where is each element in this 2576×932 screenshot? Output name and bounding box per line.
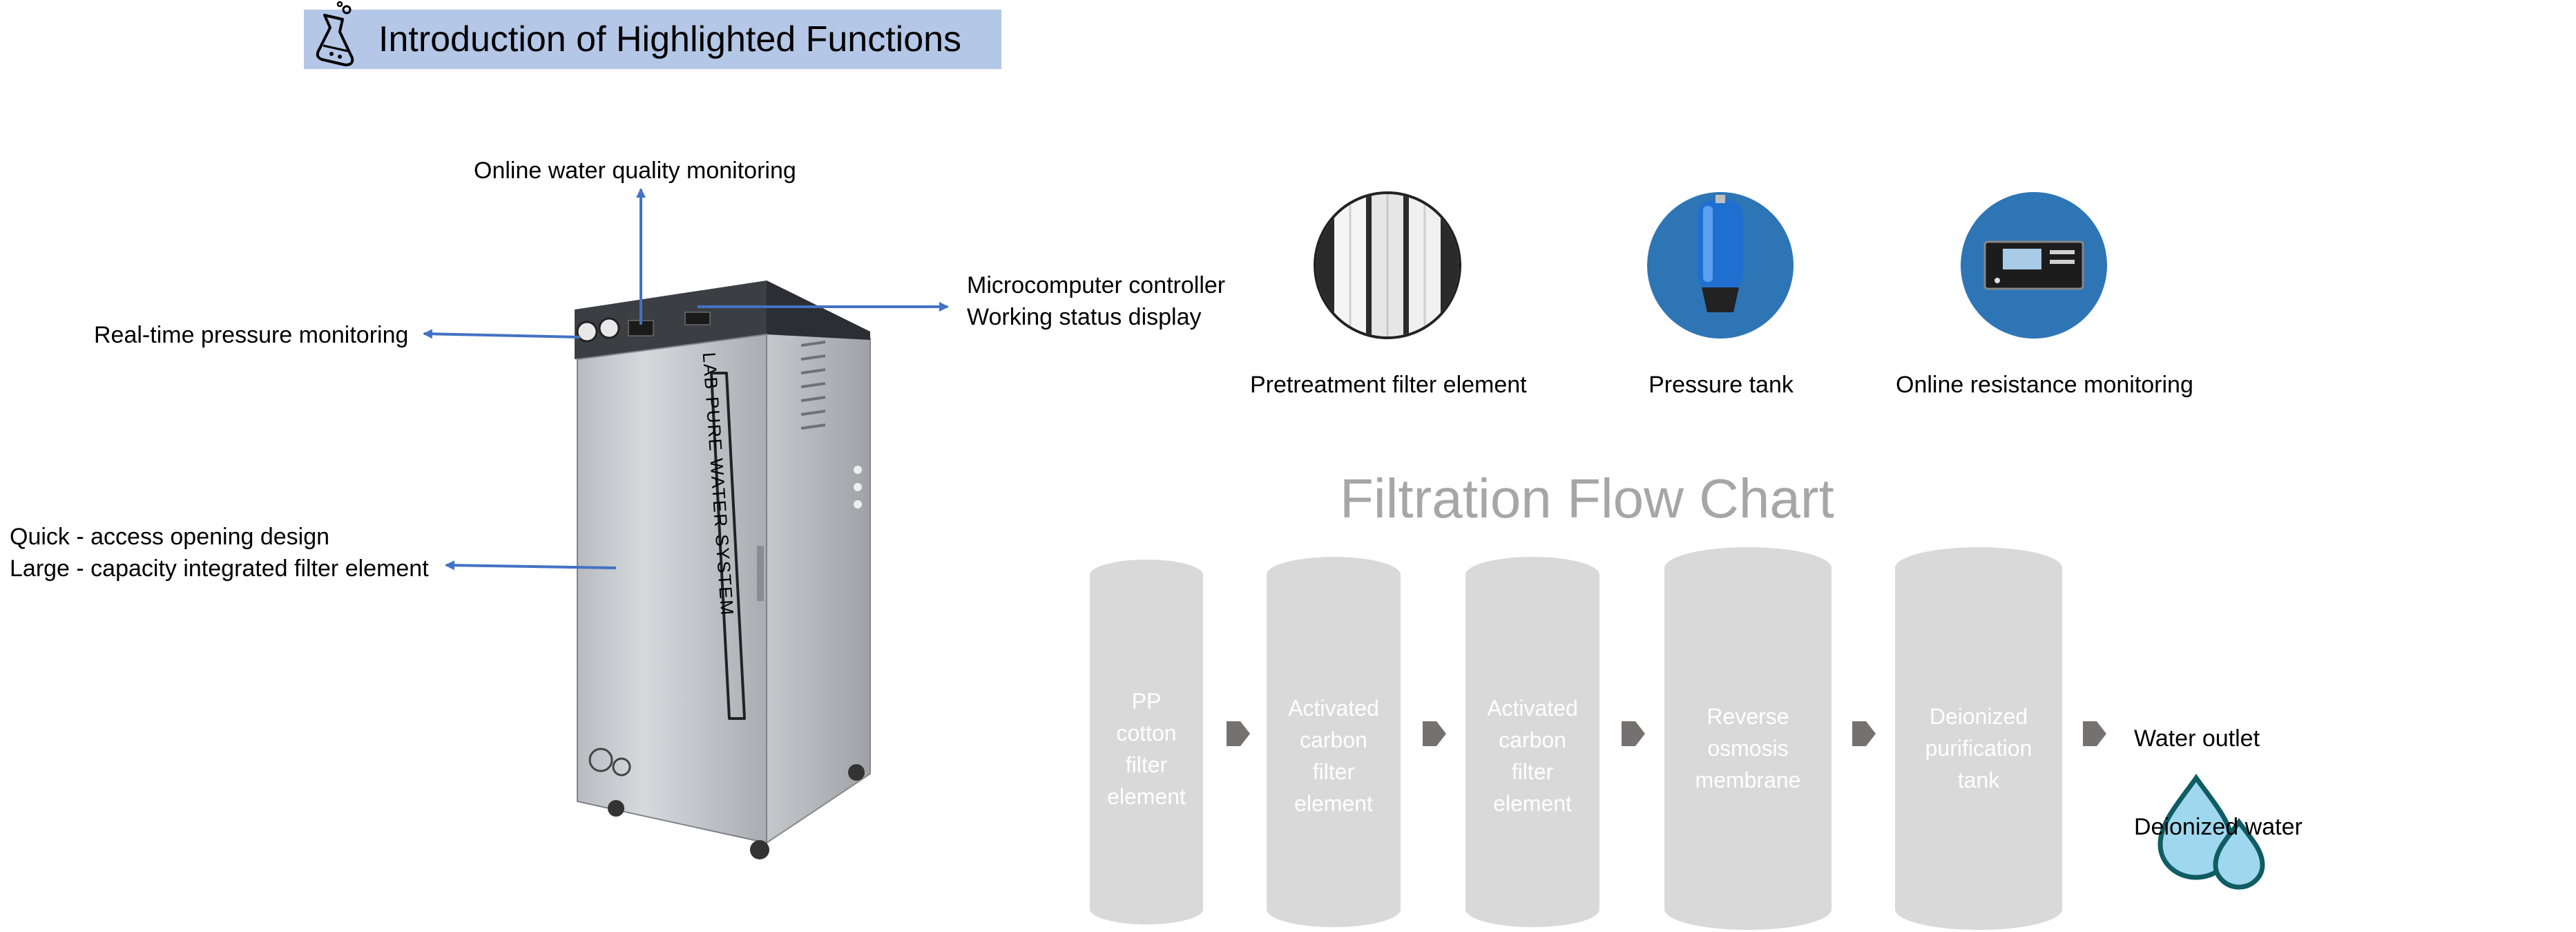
callout-water-quality: Online water quality monitoring <box>474 158 796 184</box>
page-title: Introduction of Highlighted Functions <box>378 19 962 59</box>
component-label-pretreatment: Pretreatment filter element <box>1250 372 1527 398</box>
callout-pressure: Real-time pressure monitoring <box>94 322 409 348</box>
flow-arrow <box>1622 721 1645 746</box>
flow-arrow <box>1852 721 1876 746</box>
flow-arrow <box>2083 721 2106 746</box>
component-label-resistance: Online resistance monitoring <box>1896 372 2193 398</box>
header-bar <box>304 10 1001 69</box>
flask-icon <box>304 0 363 69</box>
deionized-water-label: Deionized water <box>2134 814 2303 840</box>
callout-controller-line1: Microcomputer controller <box>967 272 1226 298</box>
callout-controller-line2: Working status display <box>967 304 1202 330</box>
water-outlet-label: Water outlet <box>2134 725 2260 752</box>
water-system-machine <box>566 263 884 871</box>
resistance-meter-icon <box>1960 191 2108 340</box>
component-label-pressure-tank: Pressure tank <box>1649 372 1794 398</box>
flow-chart-title: Filtration Flow Chart <box>1340 468 1834 529</box>
callout-access-line1: Quick - access opening design <box>10 524 330 550</box>
callout-access-line2: Large - capacity integrated filter eleme… <box>10 555 429 582</box>
pressure-tank-icon <box>1646 191 1794 340</box>
flow-arrow <box>1227 721 1250 746</box>
flow-arrow <box>1423 721 1446 746</box>
filter-cartridges-icon <box>1314 191 1461 340</box>
